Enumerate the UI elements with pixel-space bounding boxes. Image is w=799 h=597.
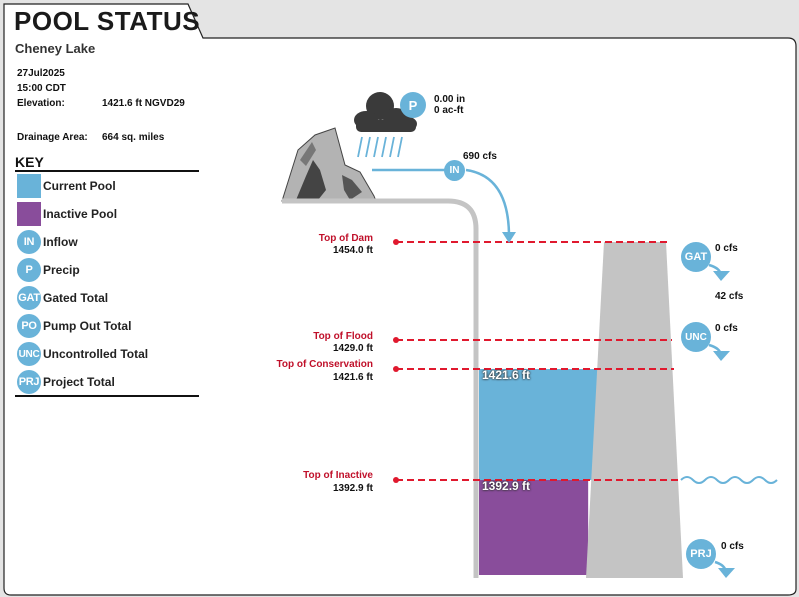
inflow-arrow (372, 168, 516, 243)
key-divider-top (15, 170, 199, 172)
top-of-inactive-value: 1392.9 ft (332, 483, 373, 494)
gated-total-value: 0 cfs (715, 243, 738, 254)
precip-icon: P (17, 258, 41, 282)
top-of-conservation-label: Top of Conservation (276, 359, 373, 370)
key-item-precip: P Precip (17, 258, 207, 282)
uncontrolled-total-icon: UNC (17, 342, 41, 366)
project-outflow-arrow (714, 560, 735, 578)
gated-total-icon: GAT (681, 242, 711, 272)
key-label: Inactive Pool (43, 207, 118, 221)
top-of-flood-label: Top of Flood (313, 331, 373, 342)
gated-outflow-arrow (708, 263, 730, 281)
uncontrolled-total-icon: UNC (681, 322, 711, 352)
basin-wall (282, 198, 479, 578)
elevation-label: Elevation: (17, 98, 65, 109)
key-item-project-total: PRJ Project Total (17, 370, 207, 394)
date-text: 27Jul2025 (17, 68, 65, 79)
precip-depth: 0.00 in (434, 94, 466, 105)
key-divider-bottom (15, 395, 199, 397)
inactive-pool-fill (479, 480, 589, 575)
key-item-gated-total: GAT Gated Total (17, 286, 207, 310)
drainage-label: Drainage Area: (17, 132, 88, 143)
project-total-value: 0 cfs (721, 541, 744, 552)
top-of-inactive-label: Top of Inactive (303, 470, 373, 481)
key-label: Inflow (43, 235, 78, 249)
top-of-conservation-value: 1421.6 ft (332, 372, 373, 383)
page-title: POOL STATUS (14, 6, 201, 36)
drainage-value: 664 sq. miles (102, 132, 165, 143)
inactive-pool-elevation: 1392.9 ft (482, 479, 531, 493)
project-total-icon: PRJ (17, 370, 41, 394)
key-item-inactive-pool: Inactive Pool (17, 202, 207, 226)
inflow-icon: IN (444, 160, 465, 181)
key-label: Pump Out Total (43, 319, 132, 333)
precip-volume: 0 ac-ft (434, 105, 464, 116)
key-item-current-pool: Current Pool (17, 174, 207, 198)
inactive-pool-swatch (17, 202, 41, 226)
level-lines (393, 239, 680, 483)
gated-total-secondary-value: 42 cfs (715, 291, 744, 302)
downstream-water-icon (680, 476, 778, 484)
pump-out-total-icon: PO (17, 314, 41, 338)
rain-cloud-icon (354, 92, 417, 158)
key-label: Current Pool (43, 179, 116, 193)
key-item-uncontrolled-total: UNC Uncontrolled Total (17, 342, 207, 366)
current-pool-swatch (17, 174, 41, 198)
project-total-icon: PRJ (686, 539, 716, 569)
inflow-icon: IN (17, 230, 41, 254)
key-label: Gated Total (43, 291, 109, 305)
key-item-inflow: IN Inflow (17, 230, 207, 254)
current-pool-elevation: 1421.6 ft (482, 368, 531, 382)
time-text: 15:00 CDT (17, 83, 66, 94)
current-pool-fill (479, 369, 600, 480)
key-label: Uncontrolled Total (43, 347, 149, 361)
key-label: Project Total (43, 375, 115, 389)
lake-name: Cheney Lake (15, 41, 96, 56)
key-title: KEY (15, 154, 44, 170)
top-of-flood-value: 1429.0 ft (332, 343, 373, 354)
gated-total-icon: GAT (17, 286, 41, 310)
top-of-dam-value: 1454.0 ft (332, 245, 373, 256)
key-item-pump-out-total: PO Pump Out Total (17, 314, 207, 338)
inflow-value: 690 cfs (463, 151, 497, 162)
key-label: Precip (43, 263, 80, 277)
elevation-value: 1421.6 ft NGVD29 (102, 98, 185, 109)
mountain-icon (281, 127, 377, 202)
precip-icon: P (400, 92, 426, 118)
dam-structure (586, 242, 683, 578)
top-of-dam-label: Top of Dam (318, 233, 373, 244)
uncontrolled-outflow-arrow (708, 343, 730, 361)
uncontrolled-total-value: 0 cfs (715, 323, 738, 334)
